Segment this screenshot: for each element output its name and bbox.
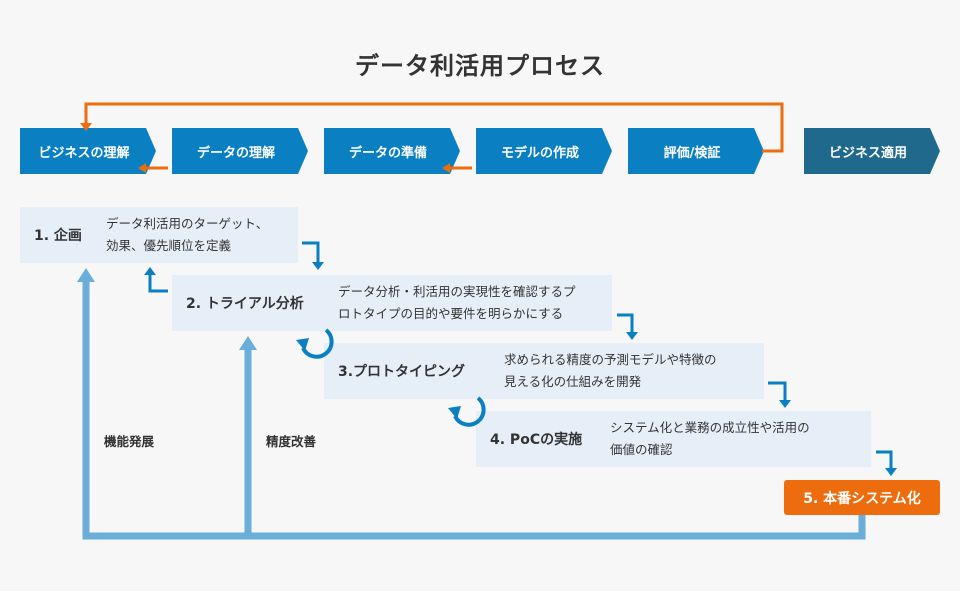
process-step-business-understanding: ビジネスの理解 [20, 128, 156, 174]
phase-trial-analysis: 2. トライアル分析 データ分析・利活用の実現性を確認するプ ロトタイプの目的や… [172, 275, 612, 331]
phase-description-line: システム化と業務の成立性や活用の [610, 420, 810, 435]
step-down-arrow-icon [876, 450, 893, 468]
arrowhead [779, 400, 791, 408]
phase-description: データ利活用のターゲット、 効果、優先順位を定義 [106, 213, 268, 257]
cycle-icon [301, 328, 334, 359]
page-title: データ利活用プロセス [355, 52, 605, 80]
phase-production-system: 5. 本番システム化 [784, 480, 940, 515]
process-step-label: ビジネスの理解 [38, 145, 130, 161]
arrowhead [626, 332, 638, 340]
phase-planning: 1. 企画 データ利活用のターゲット、 効果、優先順位を定義 [20, 207, 298, 263]
process-step-data-preparation: データの準備 [324, 128, 460, 174]
phase-prototyping: 3.プロトタイピング 求められる精度の予測モデルや特徴の 見える化の仕組みを開発 [324, 343, 764, 399]
feedback-arrowhead [77, 268, 95, 282]
cycle-icon [453, 396, 486, 427]
process-step-data-understanding: データの理解 [172, 128, 308, 174]
cycle-icon-head [296, 338, 309, 351]
process-step-label: データの理解 [196, 145, 275, 161]
phase-title: 1. 企画 [34, 228, 82, 244]
phase-title: 2. トライアル分析 [186, 296, 304, 312]
phase-title: 4. PoCの実施 [490, 432, 583, 448]
phase-description-line: 効果、優先順位を定義 [106, 238, 232, 253]
process-step-modeling: モデルの作成 [476, 128, 612, 174]
top-feedback-arrowhead [80, 123, 92, 131]
phase-description-line: ロトタイプの目的や要件を明らかにする [338, 306, 564, 321]
phase-description-line: 見える化の仕組みを開発 [504, 374, 642, 389]
step-down-arrow-icon [768, 381, 787, 400]
arrowhead [144, 267, 156, 275]
feedback-arrowhead [239, 336, 257, 350]
step-back-arrow-icon [148, 274, 168, 293]
step-down-arrow-icon [302, 241, 320, 262]
phase-description-line: 求められる精度の予測モデルや特徴の [504, 352, 717, 367]
process-step-label: モデルの作成 [500, 145, 579, 161]
feedback-label-outer: 機能発展 [104, 434, 155, 449]
top-feedback-loop [84, 102, 784, 153]
phase-title: 3.プロトタイピング [338, 364, 466, 380]
back-arrow-head [442, 163, 450, 173]
arrowhead [312, 262, 324, 270]
arrowhead [885, 468, 897, 476]
process-step-label: 評価/検証 [663, 145, 721, 161]
back-arrow-head [138, 163, 146, 173]
process-step-evaluation: 評価/検証 [628, 128, 764, 174]
phase-description: データ分析・利活用の実現性を確認するプ ロトタイプの目的や要件を明らかにする [338, 281, 576, 325]
phase-description: システム化と業務の成立性や活用の 価値の確認 [610, 417, 810, 461]
phase-description-line: 価値の確認 [610, 442, 673, 457]
step-down-arrow-icon [617, 313, 634, 332]
cycle-icon-head [448, 406, 461, 419]
phase-poc: 4. PoCの実施 システム化と業務の成立性や活用の 価値の確認 [476, 411, 871, 467]
phase-description-line: データ利活用のターゲット、 [106, 216, 269, 231]
process-step-label: ビジネス適用 [828, 145, 907, 161]
phase-description: 求められる精度の予測モデルや特徴の 見える化の仕組みを開発 [504, 349, 717, 393]
feedback-label-inner: 精度改善 [266, 434, 317, 449]
phase-description-line: データ分析・利活用の実現性を確認するプ [338, 284, 576, 299]
feedback-loop-line [82, 278, 866, 540]
process-step-deployment: ビジネス適用 [804, 128, 940, 174]
process-step-label: データの準備 [348, 145, 427, 161]
